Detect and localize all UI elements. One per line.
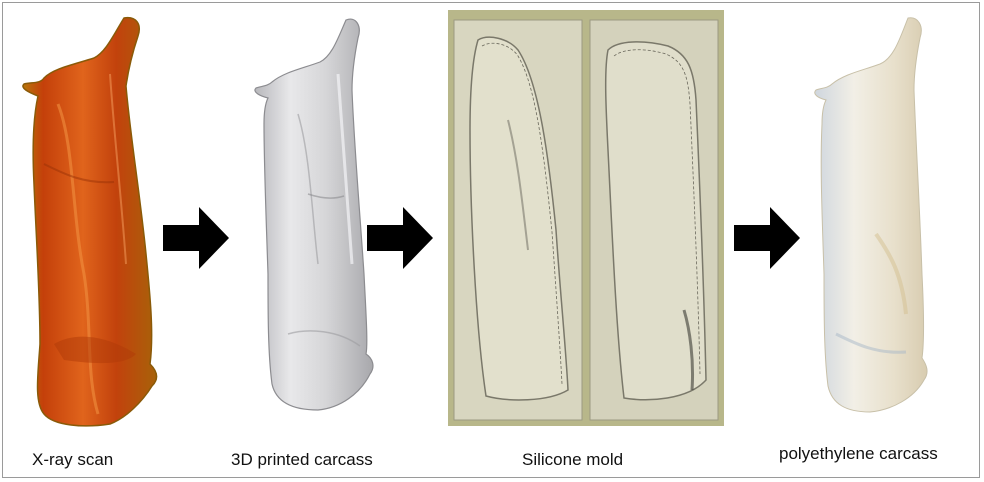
step-label-silicone-mold: Silicone mold (522, 450, 623, 470)
3d-printed-carcass-image (248, 14, 378, 418)
step-label-3d-printed-carcass: 3D printed carcass (231, 450, 373, 470)
arrow-right-icon (734, 207, 802, 269)
silicone-mold-image (448, 10, 724, 426)
xray-scan-image (14, 14, 164, 434)
step-label-xray-scan: X-ray scan (32, 450, 113, 470)
arrow-right-icon (367, 207, 435, 269)
step-label-polyethylene-carcass: polyethylene carcass (779, 444, 938, 464)
polyethylene-carcass-image (806, 14, 936, 418)
arrow-right-icon (163, 207, 231, 269)
